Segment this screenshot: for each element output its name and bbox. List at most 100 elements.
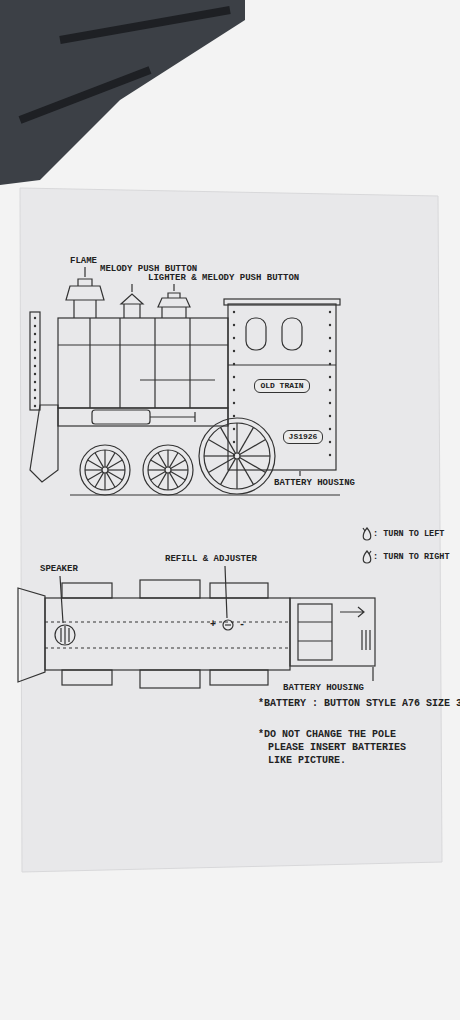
speaker-grille (61, 626, 69, 644)
piston-rod (150, 412, 195, 422)
spoke (239, 427, 254, 453)
note: *BATTERY : BUTTON STYLE A76 SIZE 3PCS (258, 697, 460, 710)
part-label: FLAME (70, 256, 97, 267)
rivet (34, 357, 36, 359)
part-label: LIGHTER & MELODY PUSH BUTTON (148, 273, 299, 284)
name-plate: OLD TRAIN (254, 379, 309, 393)
lighter-dome (158, 293, 190, 318)
rivet (329, 337, 331, 339)
spoke (148, 469, 165, 470)
wheel-tab (62, 670, 112, 685)
adjuster-slot (225, 624, 231, 625)
sign-label: - (239, 619, 245, 630)
rivet (233, 428, 235, 430)
spoke (95, 453, 104, 468)
battery-housing (290, 598, 375, 666)
rivet (233, 402, 235, 404)
spoke (107, 473, 116, 488)
spoke (240, 458, 266, 473)
cab-roof (224, 299, 340, 305)
rivet (329, 415, 331, 417)
spoke (88, 472, 103, 481)
wheel (80, 445, 130, 495)
rivet (233, 389, 235, 391)
spoke (239, 459, 254, 485)
stand-bar (20, 10, 230, 120)
turn-right-icon (363, 551, 371, 563)
rivet (233, 376, 235, 378)
name-plate: JS1926 (283, 430, 324, 444)
turn-left-mark (363, 528, 365, 531)
front-beam (30, 312, 40, 410)
turn-right-mark (369, 551, 371, 554)
sign-label: + (210, 619, 216, 630)
locomotive-side (30, 279, 340, 495)
battery-compartment (298, 604, 332, 660)
wheel-hub (234, 453, 240, 459)
spoke (104, 473, 105, 490)
plate-text: JS1926 (289, 432, 318, 442)
spoke (171, 460, 186, 469)
wheel-rim (204, 423, 270, 489)
spoke (104, 450, 105, 467)
cylinder (92, 410, 150, 424)
spoke (171, 469, 188, 470)
spoke (236, 423, 237, 453)
wheels (80, 418, 275, 495)
rivet (329, 350, 331, 352)
boiler (58, 318, 228, 408)
rivet (233, 441, 235, 443)
spoke (221, 459, 236, 485)
wheel-tab (140, 580, 200, 598)
rivet (329, 363, 331, 365)
rivet (233, 415, 235, 417)
frame (58, 408, 228, 426)
rivet (329, 402, 331, 404)
rivet (233, 311, 235, 313)
part-label: SPEAKER (40, 564, 78, 575)
plate-text: OLD TRAIN (260, 381, 303, 391)
battery-slot (298, 622, 332, 641)
note: *DO NOT CHANGE THE POLE PLEASE INSERT BA… (258, 728, 420, 767)
wheel-rim (148, 450, 188, 490)
rivet (329, 454, 331, 456)
wheel-hub (165, 467, 171, 473)
wheel-tab (62, 583, 112, 598)
rivets (34, 311, 331, 456)
rivet (34, 341, 36, 343)
stand (0, 0, 245, 185)
rivet (329, 324, 331, 326)
speaker (55, 625, 75, 645)
cab-line (228, 364, 336, 365)
rivet (329, 376, 331, 378)
wheel-tab (140, 670, 200, 688)
wheel-rim (85, 450, 125, 490)
spoke (158, 453, 167, 468)
rivet (233, 363, 235, 365)
icon-label: : TURN TO LEFT (373, 529, 444, 540)
body-line (45, 622, 290, 648)
flame-funnel (66, 279, 104, 318)
spoke (167, 473, 168, 490)
rivet (233, 324, 235, 326)
cab-window (246, 318, 266, 350)
spoke (221, 427, 236, 453)
cowcatcher (30, 405, 58, 482)
rivet (34, 397, 36, 399)
rivet (233, 350, 235, 352)
cab-window (282, 318, 302, 350)
spoke (208, 458, 234, 473)
part-label: REFILL & ADJUSTER (165, 554, 257, 565)
rivet (34, 365, 36, 367)
rivet (233, 454, 235, 456)
rivet (34, 405, 36, 407)
rivet (34, 349, 36, 351)
rivet (34, 325, 36, 327)
wheel (199, 418, 275, 494)
rivet (329, 441, 331, 443)
wheel (143, 445, 193, 495)
